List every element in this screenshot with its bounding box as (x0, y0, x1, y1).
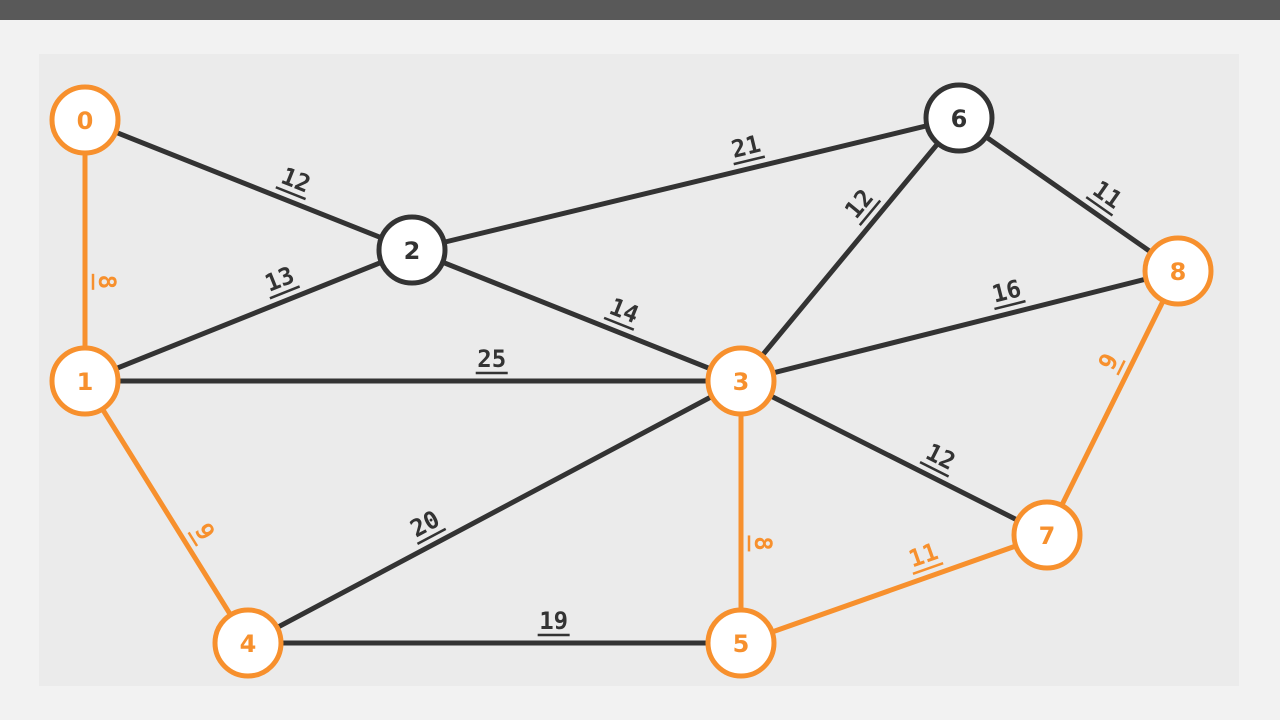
node-6: 6 (923, 82, 995, 154)
node-circle (705, 345, 777, 417)
edge-weight-text: 11 (905, 537, 942, 573)
edge-weight-underline (733, 155, 766, 166)
edge-0-2 (82, 117, 415, 253)
node-label: 1 (77, 368, 94, 396)
canvas-panel (39, 54, 1239, 686)
edge-weight-3-7: 12 (919, 438, 960, 478)
node-label: 8 (1170, 258, 1187, 286)
node-label: 4 (240, 630, 257, 658)
edge-weight-2-3: 14 (603, 292, 643, 331)
edge-weight-underline (603, 316, 635, 331)
edge-weight-text: 11 (1088, 175, 1128, 215)
edge-1-4 (82, 378, 251, 646)
edge-5-7 (738, 532, 1050, 646)
node-0: 0 (49, 84, 121, 156)
edge-3-6 (738, 115, 962, 384)
edge-weight-5-7: 11 (905, 537, 944, 575)
edge-weight-4-5: 19 (537, 607, 570, 637)
edge-weight-underline (919, 461, 950, 478)
edge-weight-text: 14 (606, 292, 643, 329)
edge-weight-text: 13 (261, 261, 298, 298)
edge-1-2 (82, 247, 415, 384)
edge-weight-3-5: 8 (747, 535, 777, 552)
node-label: 5 (733, 630, 750, 658)
edge-weight-text: 12 (921, 438, 959, 476)
edge-weight-underline (275, 186, 307, 201)
edge-weight-underline (187, 531, 199, 547)
edge-weight-text: 8 (749, 536, 777, 550)
node-8: 8 (1142, 235, 1214, 307)
edge-weight-3-4: 20 (406, 505, 447, 545)
top-bar (0, 0, 1280, 20)
node-label: 2 (404, 237, 421, 265)
edge-2-3 (409, 247, 744, 384)
edge-weight-2-6: 21 (729, 130, 766, 166)
node-7: 7 (1011, 499, 1083, 571)
node-circle (49, 345, 121, 417)
edge-6-8 (956, 115, 1181, 274)
edge-weight-1-4: 9 (187, 518, 220, 547)
edge-weight-0-1: 8 (91, 273, 121, 290)
edge-weight-text: 8 (93, 275, 121, 289)
edge-7-8 (1044, 268, 1181, 538)
node-3: 3 (705, 345, 777, 417)
edge-weight-1-3: 25 (475, 345, 508, 375)
node-circle (1142, 235, 1214, 307)
node-circle (923, 82, 995, 154)
edge-3-7 (738, 378, 1050, 538)
node-circle (49, 84, 121, 156)
edge-2-6 (409, 115, 962, 253)
edges-layer (82, 115, 1181, 646)
node-circle (212, 607, 284, 679)
edge-weight-underline (1085, 196, 1114, 217)
node-1: 1 (49, 345, 121, 417)
node-label: 7 (1039, 522, 1056, 550)
edge-weight-underline (994, 299, 1026, 311)
node-label: 6 (951, 105, 968, 133)
edge-weight-text: 19 (539, 607, 568, 635)
node-circle (1011, 499, 1083, 571)
edge-weight-underline (858, 199, 882, 226)
node-2: 2 (376, 214, 448, 286)
edge-weight-underline (1116, 360, 1126, 376)
edge-weight-underline (912, 561, 944, 575)
edge-weight-underline (416, 527, 447, 545)
node-4: 4 (212, 607, 284, 679)
edge-weight-underline (269, 285, 301, 300)
edge-weight-text: 20 (406, 505, 445, 543)
node-label: 3 (733, 368, 750, 396)
edge-weight-0-2: 12 (275, 162, 314, 201)
edge-weight-3-8: 16 (989, 274, 1026, 311)
edge-weight-text: 25 (477, 345, 506, 373)
edge-3-4 (245, 378, 744, 646)
node-circle (705, 607, 777, 679)
edge-weight-7-8: 9 (1093, 349, 1126, 376)
edge-3-8 (738, 268, 1181, 384)
node-label: 0 (77, 107, 94, 135)
node-5: 5 (705, 607, 777, 679)
edge-weight-1-2: 13 (261, 261, 301, 300)
edge-weight-text: 12 (277, 162, 314, 199)
node-circle (376, 214, 448, 286)
